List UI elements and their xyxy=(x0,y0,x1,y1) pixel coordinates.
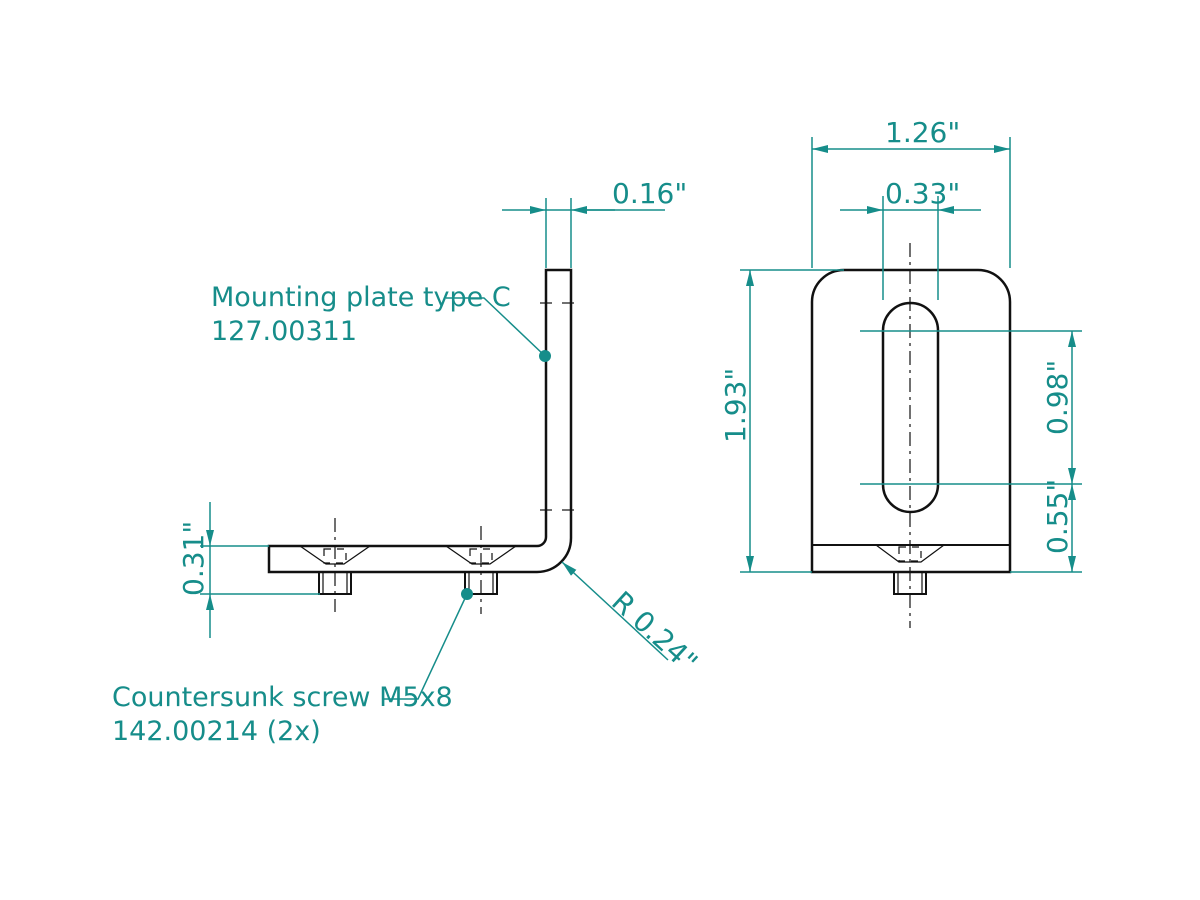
dim-width-label: 1.26" xyxy=(885,116,960,149)
leader-plate: Mounting plate type C 127.00311 xyxy=(211,282,551,362)
plate-part-no: 127.00311 xyxy=(211,316,357,347)
screw-part-no: 142.00214 (2x) xyxy=(112,716,321,747)
dim-thickness: 0.16" xyxy=(502,177,687,268)
front-view: 1.26" 0.33" 1.93" 0.98" xyxy=(719,116,1082,628)
dim-bend-radius-label: R 0.24" xyxy=(605,585,704,679)
plate-name: Mounting plate type C xyxy=(211,282,511,313)
dim-height: 1.93" xyxy=(719,269,844,573)
screw-name: Countersunk screw M5x8 xyxy=(112,682,453,713)
leader-screw: Countersunk screw M5x8 142.00214 (2x) xyxy=(112,588,473,747)
screw-1 xyxy=(299,518,371,612)
dim-slot-length: 0.98" xyxy=(860,330,1082,485)
dim-slot-width: 0.33" xyxy=(840,177,981,300)
plate-front-outline xyxy=(810,268,1012,574)
dim-slot-length-label: 0.98" xyxy=(1041,360,1074,435)
side-view: 0.16" 0.31" R 0.24" Mounting plate type … xyxy=(112,177,704,747)
dim-slot-width-label: 0.33" xyxy=(885,177,960,210)
dim-height-label: 1.93" xyxy=(719,368,752,443)
dim-slot-offset: 0.55" xyxy=(1010,479,1082,573)
dim-slot-offset-label: 0.55" xyxy=(1041,479,1074,554)
bracket-side-outline xyxy=(267,268,573,574)
screw-2 xyxy=(445,526,517,614)
dim-thickness-label: 0.16" xyxy=(612,177,687,210)
dim-base-height: 0.31" xyxy=(177,502,320,638)
dim-base-height-label: 0.31" xyxy=(177,521,210,596)
dim-width: 1.26" xyxy=(811,116,1011,268)
screw-front xyxy=(875,544,945,595)
dim-bend-radius: R 0.24" xyxy=(561,561,704,679)
